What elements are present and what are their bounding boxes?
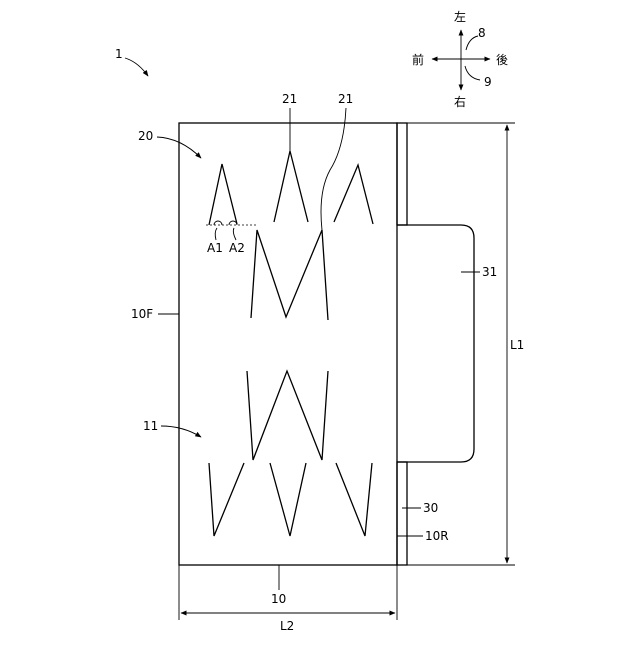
zigzag-m [247,371,328,460]
leader-9 [465,66,480,80]
label-21-right: 21 [338,92,353,106]
zigzag-group-middle-upper [251,230,328,320]
zigzag-valley [209,463,244,536]
rear-strip-lower [397,462,407,565]
angle-mark-a2 [229,221,237,225]
label-21-left: 21 [282,92,297,106]
figure-ref-arrow [125,58,148,76]
label-30: 30 [423,501,438,515]
zigzag-valley [270,463,306,536]
rear-cover-31 [397,225,474,462]
leader-a2 [233,228,236,240]
label-31: 31 [482,265,497,279]
label-20: 20 [138,129,153,143]
figure-ref-label: 1 [115,47,123,61]
zigzag-group-lower [209,463,372,536]
axis-9-label: 9 [484,75,492,89]
right-direction-label: 右 [454,94,466,109]
zigzag-peak [209,164,237,225]
dimension-l1: L1 [407,123,524,565]
leader-11 [161,426,201,437]
main-body [179,123,474,565]
front-direction-label: 前 [412,52,424,67]
figure-ref-1: 1 [115,47,148,76]
leader-a1 [215,228,217,240]
label-10: 10 [271,592,286,606]
axis-8-label: 8 [478,26,486,40]
label-l2: L2 [280,619,294,633]
label-11: 11 [143,419,158,433]
rear-strip-upper [397,123,407,225]
zigzag-peak [334,165,373,224]
label-a1: A1 [207,241,223,255]
zigzag-w [251,230,328,320]
left-direction-label: 左 [454,9,466,24]
leader-21-right [321,108,346,230]
label-l1: L1 [510,338,524,352]
label-10r: 10R [425,529,449,543]
zigzag-group-upper [206,151,373,225]
label-a2: A2 [229,241,245,255]
dimension-l2: L2 [179,565,397,633]
zigzag-peak [274,151,308,222]
label-10f: 10F [131,307,153,321]
angle-mark-a1 [214,221,222,225]
rear-direction-label: 後 [496,53,508,67]
zigzag-group-middle-lower [247,371,328,460]
zigzag-valley [336,463,372,536]
reference-labels: 20 21 21 A1 A2 31 10F 11 30 10R 10 [131,92,497,606]
direction-indicator: 左 右 前 後 8 9 [412,9,508,109]
leader-8 [466,36,478,50]
